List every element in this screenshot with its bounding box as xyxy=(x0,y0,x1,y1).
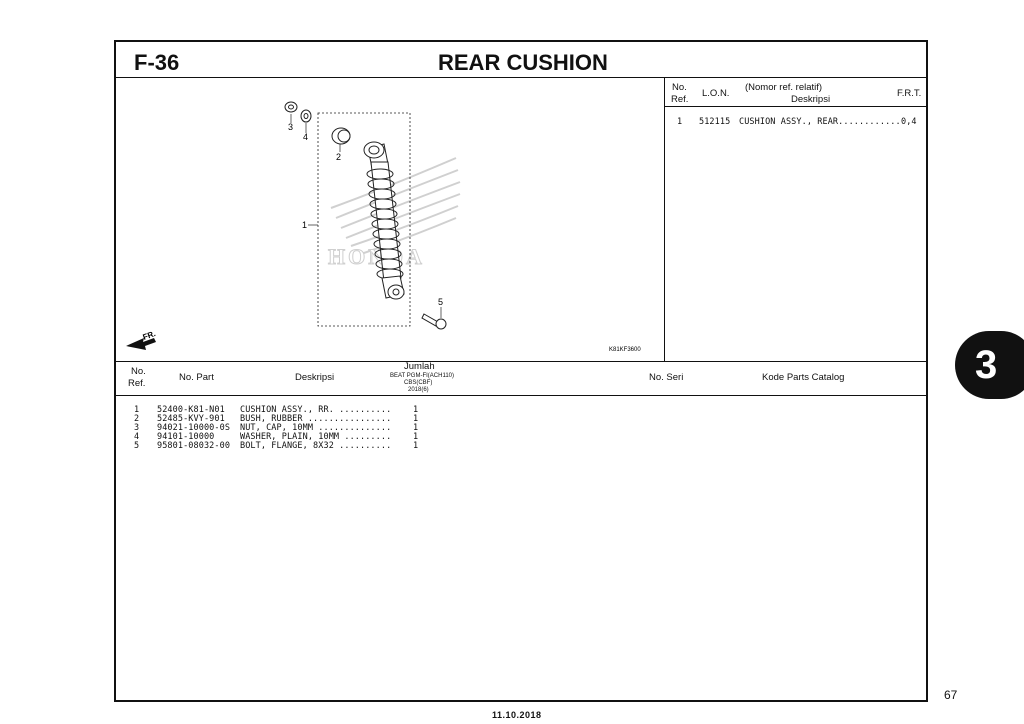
ref-desc-label-1: (Nomor ref. relatif) xyxy=(745,82,823,93)
ref-no-label-2: Ref. xyxy=(671,94,689,105)
parts-no-label-2: Ref. xyxy=(128,378,146,389)
parts-no-label-1: No. xyxy=(131,366,146,377)
flange-bolt-part xyxy=(421,313,447,330)
figure-code: K81KF3600 xyxy=(609,347,641,353)
assembly-outline xyxy=(317,112,411,327)
row-no: 5 xyxy=(134,441,140,451)
row-description: CUSHION ASSY., RR. .......... xyxy=(240,405,392,415)
ref-header-rule xyxy=(665,106,926,107)
cap-nut-part xyxy=(284,101,298,113)
row-no: 1 xyxy=(134,405,140,415)
row-description: BOLT, FLANGE, 8X32 .......... xyxy=(240,441,392,451)
ref-row-frt: 0,4 xyxy=(901,117,917,127)
ref-row-no: 1 xyxy=(677,117,683,127)
page-title: REAR CUSHION xyxy=(438,50,608,75)
shock-absorber-part xyxy=(363,141,405,300)
row-quantity: 1 xyxy=(413,432,419,442)
row-part-number: 94021-10000-0S xyxy=(157,423,231,433)
row-part-number: 95801-08032-00 xyxy=(157,441,231,451)
row-quantity: 1 xyxy=(413,414,419,424)
section-tab: 3 xyxy=(955,331,1024,399)
callout-5: 5 xyxy=(438,297,443,307)
ref-row-lon: 512115 xyxy=(699,117,731,127)
ref-no-label-1: No. xyxy=(672,82,687,93)
catalog-frame xyxy=(114,40,928,702)
callout-3: 3 xyxy=(288,122,293,132)
ref-lon-label: L.O.N. xyxy=(702,88,730,99)
section-code: F-36 xyxy=(134,50,180,75)
parts-qty-variant: CBS(CBF) xyxy=(404,380,433,386)
watermark-text: HONDA xyxy=(328,244,425,269)
row-description: BUSH, RUBBER ................ xyxy=(240,414,392,424)
row-quantity: 1 xyxy=(413,423,419,433)
parts-qty-label: Jumlah xyxy=(404,361,435,372)
page-number: 67 xyxy=(944,688,958,702)
direction-label: FR. xyxy=(142,329,157,342)
callout-2: 2 xyxy=(336,152,341,162)
row-no: 2 xyxy=(134,414,140,424)
callout-4: 4 xyxy=(303,132,308,142)
ref-desc-label-2: Deskripsi xyxy=(791,94,831,105)
row-no: 4 xyxy=(134,432,140,442)
header-rule xyxy=(116,77,926,78)
parts-catalog-label: Kode Parts Catalog xyxy=(762,372,845,383)
row-part-number: 52400-K81-N01 xyxy=(157,405,225,415)
parts-header-top-rule xyxy=(116,361,926,362)
diagram-divider xyxy=(664,77,665,361)
parts-qty-model: BEAT PGM-FI(ACH110) xyxy=(390,373,455,379)
parts-qty-year: 2018(6) xyxy=(408,387,429,393)
row-no: 3 xyxy=(134,423,140,433)
ref-row-desc: CUSHION ASSY., REAR............ xyxy=(739,117,901,127)
exploded-diagram: HONDA xyxy=(126,101,641,353)
callout-1: 1 xyxy=(302,220,307,230)
front-arrow-icon xyxy=(126,338,156,350)
row-quantity: 1 xyxy=(413,441,419,451)
parts-desc-label: Deskripsi xyxy=(295,372,335,383)
row-description: WASHER, PLAIN, 10MM ......... xyxy=(240,432,392,442)
washer-part xyxy=(300,109,312,123)
honda-wing-watermark xyxy=(330,157,461,255)
row-description: NUT, CAP, 10MM .............. xyxy=(240,423,392,433)
ref-frt-label: F.R.T. xyxy=(897,88,922,99)
row-part-number: 94101-10000 xyxy=(157,432,215,442)
row-part-number: 52485-KVY-901 xyxy=(157,414,225,424)
parts-header-bottom-rule xyxy=(116,395,926,396)
print-date: 11.10.2018 xyxy=(492,710,542,720)
rubber-bush-part xyxy=(331,127,351,145)
parts-part-label: No. Part xyxy=(179,372,214,383)
row-quantity: 1 xyxy=(413,405,419,415)
parts-serial-label: No. Seri xyxy=(649,372,684,383)
